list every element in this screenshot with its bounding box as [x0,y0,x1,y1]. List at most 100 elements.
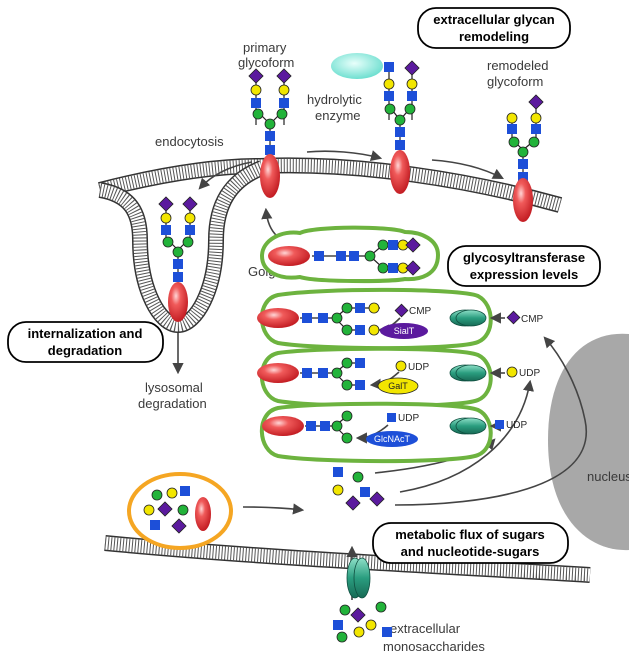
sialic-acid-diamond [171,518,187,534]
golgi-cisterna-top [259,225,441,284]
cmp-inside-label: CMP [409,306,432,317]
sialic-acid-diamond [405,237,421,253]
sialic-acid-diamond [248,68,264,84]
mannose-circle [364,250,376,262]
lysosomal-degradation-label-2: degradation [138,396,207,411]
extracellular-monosaccharides-label-1: extracellular [390,621,461,636]
galactose-circle [506,112,518,124]
glcnac-square [395,140,405,150]
mannose-circle [331,312,343,324]
glcnac-square [518,159,528,169]
mannose-circle [375,601,387,613]
galactose-circle [332,484,344,496]
mannose-circle [384,103,396,115]
cytosolic-monosaccharides [332,467,385,511]
glcnac-square [150,520,160,530]
box-glycosyltransferase-line-2: expression levels [470,267,578,282]
galactose-circle [383,78,395,90]
galt-enzyme [377,377,419,395]
lysosome [127,472,233,550]
sialic-acid-diamond [369,491,385,507]
hydrolytic-enzyme-label-1: hydrolytic [307,92,362,107]
glcnac-square [302,313,312,323]
galactose-circle [368,324,380,336]
glcnac-square [355,303,365,313]
mannose-circle [341,410,353,422]
mannose-circle [151,489,163,501]
extracellular-monosaccharides-label-2: monosaccharides [383,639,485,654]
glcnac-square [333,467,343,477]
glcnac-square [265,131,275,141]
box-internalization-line-1: internalization and [28,326,143,341]
box-glycosyltransferase: glycosyltransferase expression levels [447,245,601,287]
mannose-circle [172,246,184,258]
udp-gal-outside-label: UDP [519,368,540,379]
glcnac-square [161,225,171,235]
glcnac-square [279,98,289,108]
sialic-acid-diamond [394,303,409,318]
sialic-acid-diamond [276,68,292,84]
box-extracellular-remodeling-line-2: remodeling [459,29,529,44]
udp-glcnac-inside-label: UDP [398,413,419,424]
nucleus-label: nucleus [587,469,629,484]
glycoprotein-red [268,246,310,266]
box-extracellular-remodeling-line-1: extracellular glycan [433,12,554,27]
sialic-acid-diamond [158,196,174,212]
glcnac-square [495,420,504,429]
sialic-acid-diamond [404,60,420,76]
sialt-enzyme [380,323,428,339]
galactose-circle [166,487,178,499]
sialic-acid-diamond [182,196,198,212]
galactose-circle [184,212,196,224]
primary-glycoform-label-1: primary [243,40,287,55]
glycoprotein-red [390,150,410,194]
remodeled-glycoform-label-1: remodeled [487,58,548,73]
galactose-circle [530,112,542,124]
mannose-circle [341,379,353,391]
glcnac-square [388,263,398,273]
arrow-cmp [394,336,588,506]
mannose-circle [377,239,389,251]
glcnac-square [518,172,528,182]
box-metabolic-flux-line-1: metabolic flux of sugars [395,527,545,542]
glcnac-square [407,91,417,101]
glycoprotein-red [168,282,188,322]
primary-glycoform: primary glycoform [238,40,294,198]
galactose-circle [406,78,418,90]
glcnac-square [318,313,328,323]
glcnact-label: GlcNAcT [374,434,411,444]
glcnac-square [355,358,365,368]
endocytosed-glycoprotein [158,196,198,322]
mannose-circle [182,236,194,248]
transporter-udp-gal [449,364,487,382]
glcnac-square [382,627,392,637]
glycoprotein-red [260,154,280,198]
mannose-circle [341,324,353,336]
mannose-circle [252,108,264,120]
glcnac-square [349,251,359,261]
galactose-circle [395,360,407,372]
intermediate-glycoform [383,60,420,194]
galactose-circle [368,302,380,314]
mannose-circle [331,420,343,432]
mannose-circle [339,604,351,616]
mannose-circle [177,504,189,516]
golgi-cisterna-glcnact: UDP GlcNAcT UDP [259,401,527,464]
udp-glcnac-outside-label: UDP [506,420,527,431]
glcnac-square [333,620,343,630]
glcnac-square [265,145,275,155]
endocytosis-label: endocytosis [155,134,224,149]
glcnac-square [180,486,190,496]
galt-label: GalT [388,381,408,391]
mannose-circle [508,136,520,148]
sialic-acid-diamond [405,260,421,276]
galactose-circle [365,619,377,631]
galactose-circle [250,84,262,96]
transporter-udp-glcnac [449,417,487,435]
glcnac-square [507,124,517,134]
remodeled-glycoform-label-2: glycoform [487,74,543,89]
mannose-circle [264,118,276,130]
mannose-circle [517,146,529,158]
box-internalization-line-2: degradation [48,343,122,358]
hydrolytic-enzyme: hydrolytic enzyme [307,53,383,123]
